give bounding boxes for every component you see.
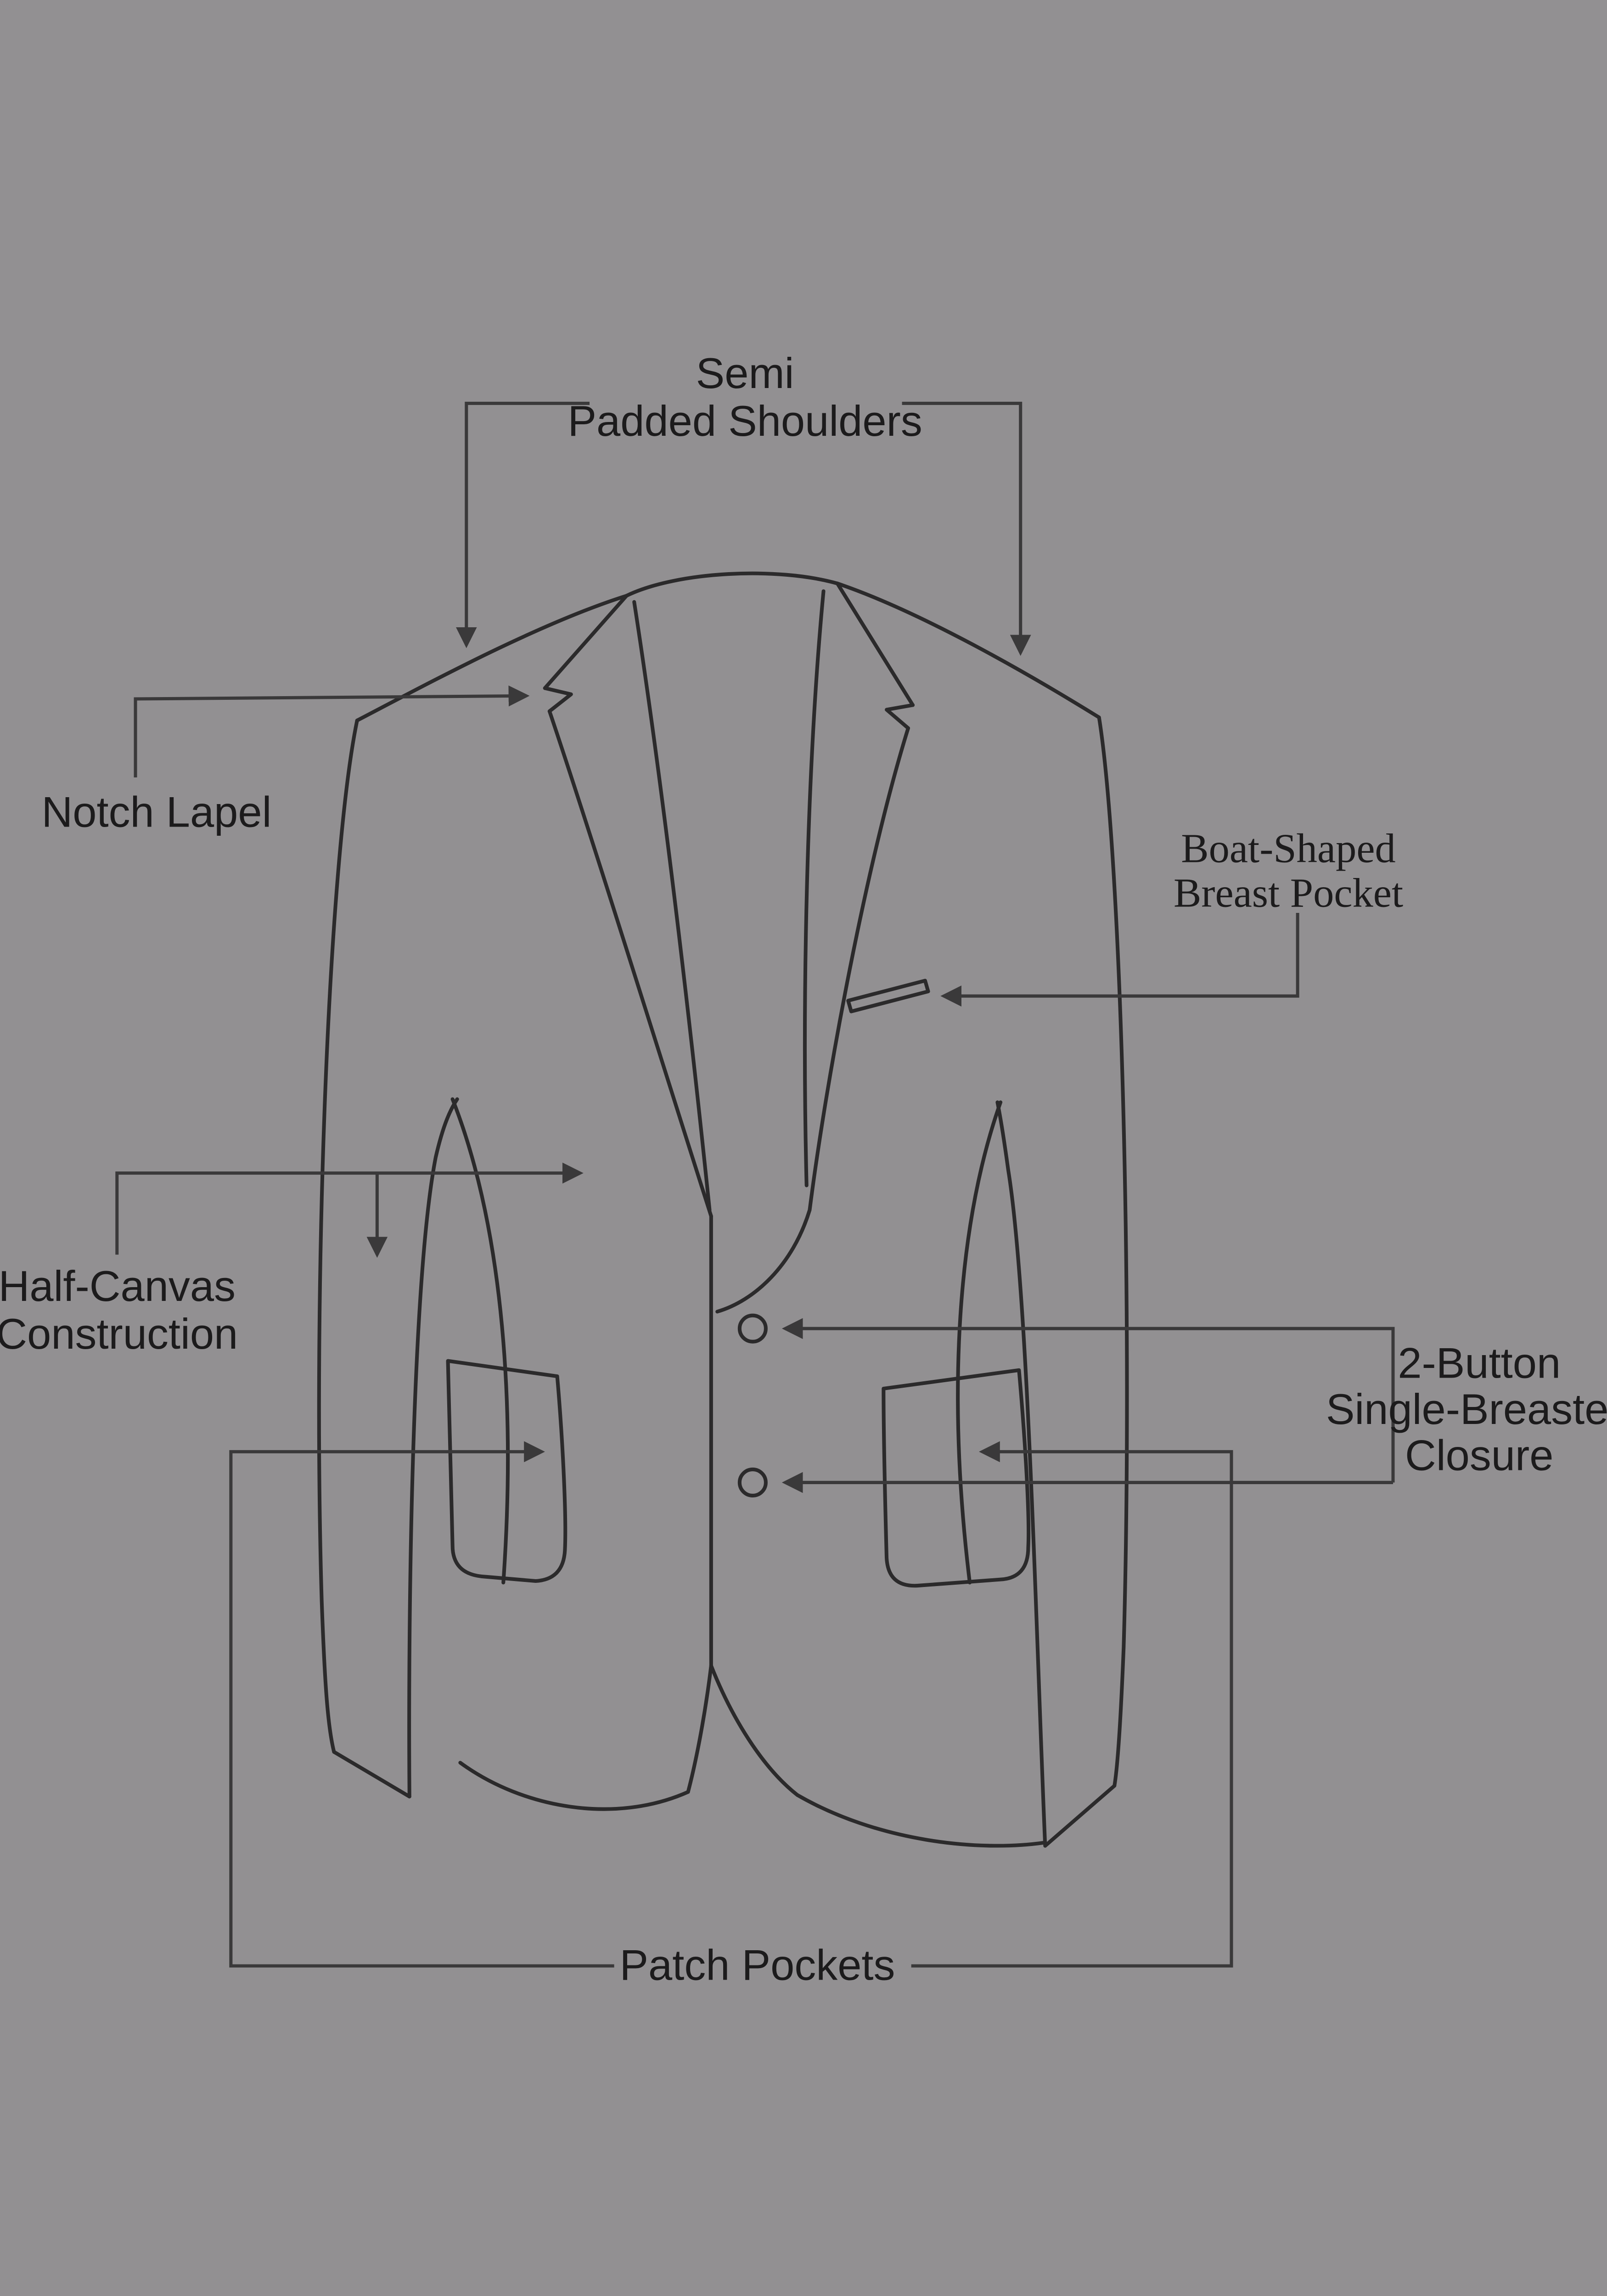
closure-label-line2: Single-Breasted: [1326, 1385, 1607, 1433]
right-chest-seam: [956, 1100, 1003, 1585]
closure-label-line1: 2-Button: [1398, 1339, 1561, 1387]
right-collar-edge: [835, 581, 915, 707]
left-sleeve-outer-edge: [317, 718, 359, 1754]
left-lapel-outer-edge: [547, 709, 713, 1218]
patch-pockets-label: Patch Pockets: [619, 1941, 895, 1989]
left-notch: [543, 686, 573, 713]
half-canvas-label-line1: Half-Canvas: [0, 1262, 236, 1310]
patch-pockets-left-connector: [229, 1441, 614, 1968]
right-lapel-roll-line: [803, 589, 826, 1187]
half-canvas-label-line2: Construction: [0, 1310, 238, 1358]
left-patch-pocket: [446, 1359, 568, 1583]
breast-pocket-welt: [846, 979, 930, 1013]
right-sleeve-inner-edge: [995, 1100, 1047, 1848]
notch-lapel-label: Notch Lapel: [42, 788, 272, 836]
right-sleeve-outer-edge: [1097, 715, 1129, 1788]
closure-label-line3: Closure: [1405, 1431, 1553, 1480]
left-shoulder-seam: [355, 594, 629, 722]
breast-pocket-label-line2: Breast Pocket: [1174, 870, 1403, 916]
top-button: [737, 1313, 768, 1344]
left-lapel-roll-line: [632, 600, 712, 1212]
left-front-vent-edge: [686, 1664, 713, 1794]
left-chest-seam: [450, 1097, 510, 1585]
shoulders-label-line2: Padded Shoulders: [568, 397, 922, 445]
left-collar-edge: [543, 594, 629, 690]
right-notch: [885, 703, 915, 730]
left-front-hem: [458, 1761, 690, 1811]
left-sleeve-cuff: [332, 1750, 411, 1799]
shoulders-label-line1: Semi: [696, 349, 794, 397]
left-sleeve-inner-edge: [407, 1097, 459, 1799]
callout-connectors: [115, 401, 1395, 1968]
back-collar-curve: [624, 571, 839, 598]
right-shoulder-seam: [835, 581, 1101, 720]
patch-pockets-right-connector: [911, 1441, 1233, 1968]
half-canvas-connector: [115, 1162, 584, 1255]
bottom-button: [737, 1467, 768, 1497]
right-sleeve-cuff: [1043, 1784, 1117, 1848]
right-front-hem: [795, 1793, 1046, 1848]
breast-pocket-label-line1: Boat-Shaped: [1181, 825, 1395, 871]
closure-top-button-connector: [781, 1318, 1395, 1483]
notch-lapel-connector: [134, 685, 530, 778]
right-lapel-outer-edge: [715, 726, 910, 1314]
blazer-illustration: [317, 571, 1129, 1848]
right-patch-pocket: [882, 1368, 1031, 1588]
shoulders-right-connector: [902, 401, 1031, 656]
breast-pocket-connector: [940, 913, 1299, 1007]
callout-labels: Semi Padded Shoulders Notch Lapel Boat-S…: [0, 349, 1607, 1989]
shoulders-left-connector: [455, 401, 590, 648]
right-front-vent-edge: [709, 1664, 799, 1797]
